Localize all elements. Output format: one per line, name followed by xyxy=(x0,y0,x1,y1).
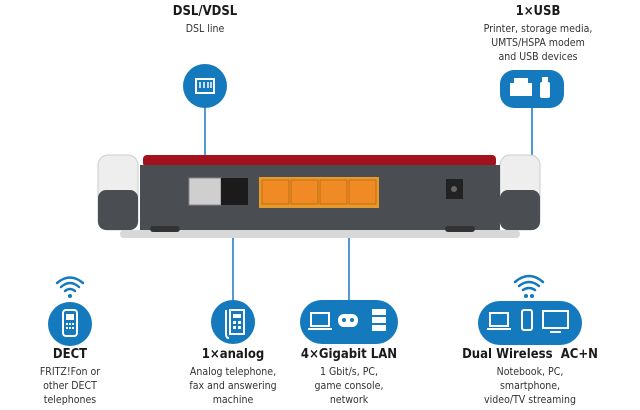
wireless-wifi-icon xyxy=(513,274,545,292)
dect-title: DECT xyxy=(52,347,88,362)
lan-title: 4×Gigabit LAN xyxy=(300,347,398,362)
printer-usb-icon xyxy=(500,70,564,108)
laptop-phone-monitor-icon xyxy=(478,301,582,345)
dect-desc-line: telephones xyxy=(43,394,97,406)
lan-desc: 1 Gbit/s, PC, game console, network xyxy=(315,365,384,407)
wireless-title: Dual Wireless AC+N xyxy=(462,347,598,362)
analog-port xyxy=(221,178,248,205)
lan-desc-line: network xyxy=(329,394,369,406)
wireless-desc-line: video/TV streaming xyxy=(484,394,576,406)
dsl-port-icon xyxy=(183,64,227,108)
analog-desc-line: fax and answering xyxy=(189,380,277,392)
lan-port-2 xyxy=(290,179,319,205)
analog-desc-line: Analog telephone, xyxy=(189,366,277,378)
analog-desc-line: machine xyxy=(212,394,254,406)
dect-desc-line: other DECT xyxy=(43,380,97,392)
lan-desc-line: 1 Gbit/s, PC, xyxy=(319,366,379,378)
usb-desc-line: UMTS/HSPA modem xyxy=(491,37,585,49)
dect-desc-line: FRITZ!Fon or xyxy=(39,366,101,378)
lan-port-3 xyxy=(319,179,348,205)
lan-port-4 xyxy=(348,179,377,205)
dsl-desc: DSL line xyxy=(185,23,225,35)
usb-desc-line: and USB devices xyxy=(498,51,578,63)
analog-title: 1×analog xyxy=(201,347,265,362)
dect-desc: FRITZ!Fon or other DECT telephones xyxy=(40,365,100,407)
desk-phone-icon xyxy=(211,300,255,344)
lan-desc-line: game console, xyxy=(314,380,384,392)
usb-desc: Printer, storage media, UMTS/HSPA modem an… xyxy=(484,22,593,64)
wireless-desc-line: smartphone, xyxy=(499,380,561,392)
dsl-port xyxy=(188,177,222,206)
dsl-title: DSL/VDSL xyxy=(172,4,238,19)
wireless-desc: Notebook, PC, smartphone, video/TV streami… xyxy=(484,365,576,407)
analog-desc: Analog telephone, fax and answering machin… xyxy=(189,365,276,407)
router-red-top xyxy=(143,155,496,167)
wireless-desc-line: Notebook, PC, xyxy=(496,366,564,378)
router-rear-view xyxy=(97,154,541,238)
dect-wifi-icon xyxy=(55,276,85,293)
laptop-gamepad-server-icon xyxy=(300,300,398,344)
usb-desc-line: Printer, storage media, xyxy=(483,23,593,35)
usb-title: 1×USB xyxy=(515,4,561,19)
cordless-phone-icon xyxy=(48,302,92,346)
lan-port-1 xyxy=(261,179,290,205)
